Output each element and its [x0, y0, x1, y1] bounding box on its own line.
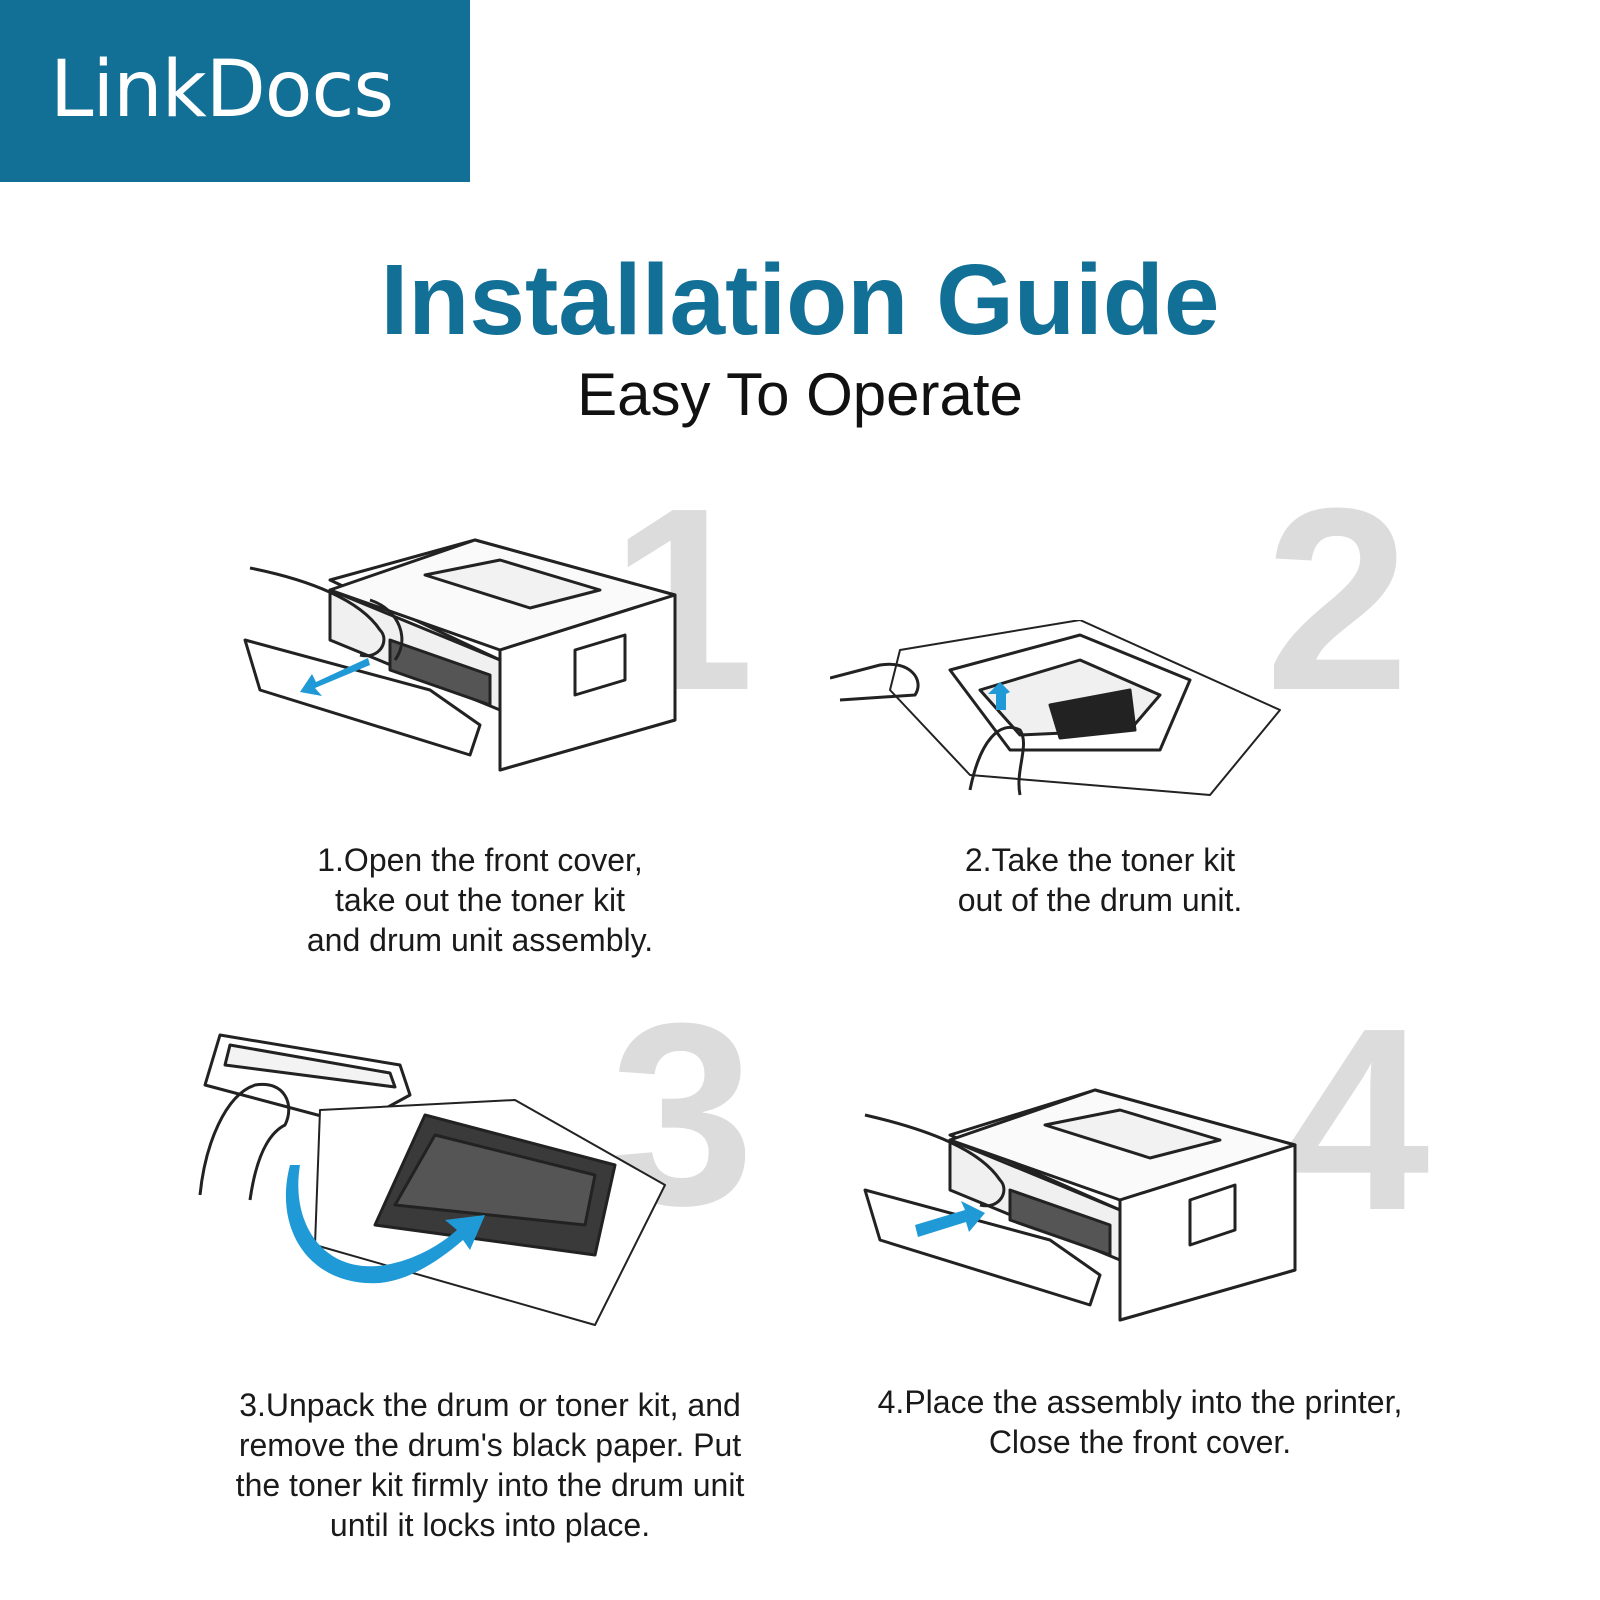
step-3-caption: 3.Unpack the drum or toner kit, and remo…: [170, 1385, 810, 1545]
step-3-line-1: 3.Unpack the drum or toner kit, and: [239, 1387, 741, 1423]
step-1-caption: 1.Open the front cover, take out the ton…: [230, 840, 730, 960]
step-3-line-4: until it locks into place.: [329, 1507, 651, 1543]
step-4-caption: 4.Place the assembly into the printer, C…: [830, 1382, 1450, 1462]
page-title: Installation Guide: [380, 244, 1220, 356]
step-3-line-3: the toner kit firmly into the drum unit: [235, 1467, 745, 1503]
step-1-line-3: and drum unit assembly.: [306, 922, 654, 958]
brand-logo: LinkDocs: [50, 45, 394, 135]
step-4-line-2: Close the front cover.: [988, 1424, 1292, 1460]
step-2-line-2: out of the drum unit.: [957, 882, 1243, 918]
step-3-line-2: remove the drum's black paper. Put: [238, 1427, 742, 1463]
step-1-line-2: take out the toner kit: [335, 882, 625, 918]
step-1-line-1: 1.Open the front cover,: [317, 842, 643, 878]
step-2-number: 2: [1265, 455, 1410, 745]
step-2-line-1: 2.Take the toner kit: [964, 842, 1236, 878]
step-1-illustration: [243, 538, 677, 772]
page-subtitle: Easy To Operate: [577, 361, 1023, 428]
step-2-caption: 2.Take the toner kit out of the drum uni…: [870, 840, 1330, 920]
step-3-illustration: [198, 1033, 666, 1326]
brand-banner: LinkDocs: [0, 0, 470, 182]
step-4-line-1: 4.Place the assembly into the printer,: [877, 1384, 1403, 1420]
step-4-illustration: [863, 1088, 1297, 1322]
step-4-number: 4: [1285, 975, 1430, 1265]
step-2-illustration: [830, 620, 1281, 796]
